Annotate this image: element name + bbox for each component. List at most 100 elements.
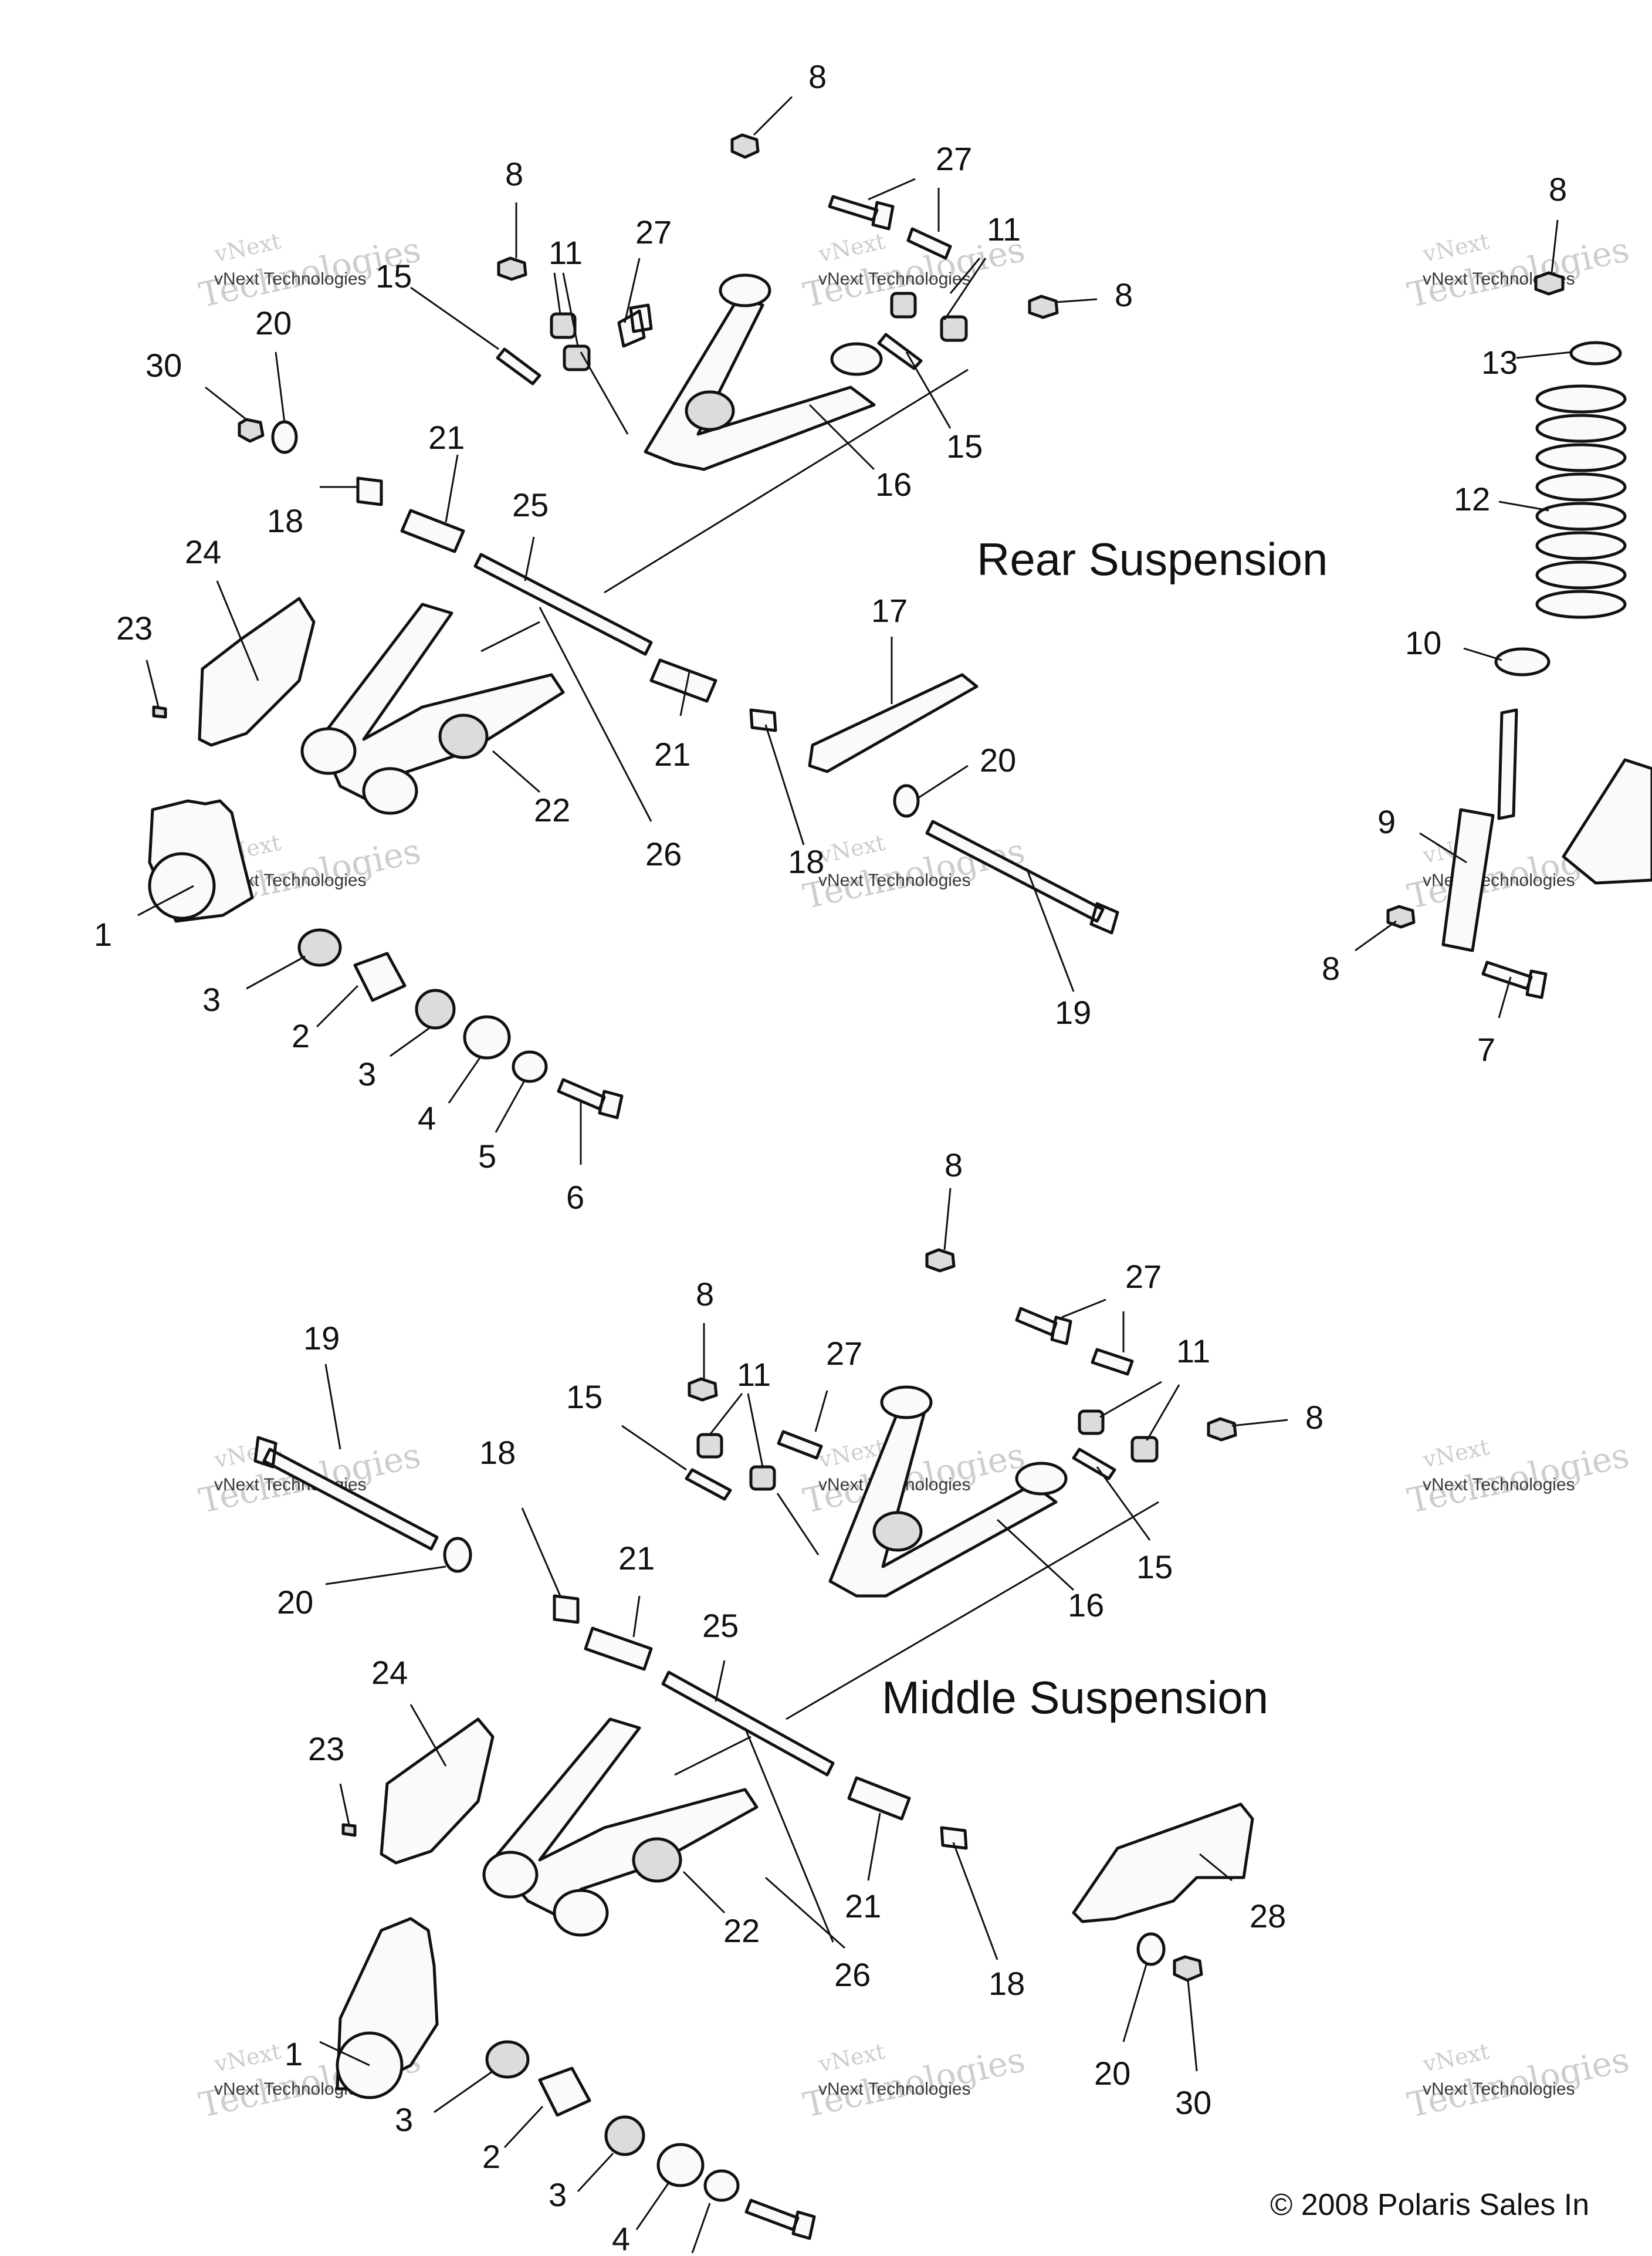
callout-label: 8: [1115, 276, 1133, 313]
middle-suspension-title: Middle Suspension: [882, 1672, 1268, 1723]
shock-nut-8-top: [1534, 271, 1565, 296]
middle-bolt-19: [253, 1436, 439, 1551]
spring-seat-10: [1494, 647, 1551, 677]
rear-pin-15a: [496, 347, 541, 385]
callout-label: 1: [285, 2035, 303, 2072]
callout-label: 11: [549, 234, 583, 271]
middle-bolt-18a: [553, 1594, 580, 1624]
callout-label: 3: [202, 981, 221, 1018]
callout-label: 20: [1094, 2055, 1130, 2092]
rear-washer-20b: [893, 784, 920, 818]
callout-label: 13: [1481, 344, 1518, 381]
callout-label: 20: [277, 1584, 313, 1621]
middle-lower-arm-bushing: [553, 1889, 609, 1937]
callout-label: 19: [1055, 994, 1091, 1031]
callout-label: 1: [94, 916, 112, 953]
rear-bolt-18b: [749, 708, 777, 732]
rear-callouts: 8 27 8 11 27 11 8 15 30 20 15 16 21 25 1…: [94, 58, 1133, 1216]
middle-pin-15b: [1072, 1447, 1116, 1480]
spring-retainer-13: [1569, 341, 1622, 366]
rear-bushing-11d: [940, 315, 968, 342]
middle-bushing-21b: [847, 1776, 911, 1821]
middle-bearing-3a: [485, 2040, 530, 2079]
watermark-text: vNext Technologies: [1423, 2079, 1575, 2099]
rear-bracket-17: [808, 673, 979, 773]
shock-sleeve: [1562, 758, 1652, 885]
callout-label: 23: [308, 1730, 344, 1767]
middle-nut-8-right: [1207, 1417, 1237, 1442]
callout-label: 8: [1549, 171, 1567, 208]
rear-bushing-11a: [550, 312, 577, 339]
watermark-text: vNext Technologies: [818, 871, 971, 890]
callout-label: 22: [534, 792, 570, 828]
rear-bushing-11b: [563, 344, 591, 371]
callout-label: 15: [1136, 1548, 1173, 1585]
middle-nut-30: [1173, 1955, 1203, 1982]
callout-label: 15: [566, 1378, 602, 1415]
callout-label: 27: [1125, 1258, 1162, 1295]
callout-label: 11: [1176, 1332, 1210, 1369]
middle-washer-20a: [443, 1537, 472, 1573]
callout-label: 11: [987, 211, 1021, 248]
middle-bolt-27b: [1091, 1348, 1134, 1376]
rear-guard-24: [198, 597, 316, 747]
rear-upper-arm-bushing: [830, 342, 883, 376]
callout-label: 24: [371, 1654, 408, 1691]
callout-label: 16: [875, 466, 912, 503]
callout-label: 2: [482, 2138, 500, 2175]
callout-label: 30: [1175, 2084, 1211, 2121]
middle-washer-4: [656, 2143, 705, 2187]
rear-bushing-21b: [649, 658, 717, 703]
callout-label: 18: [479, 1434, 516, 1471]
rear-bolt-27b: [617, 303, 653, 348]
middle-callouts: 8 27 8 11 27 11 8 19 15 18 21 25 16 15 2…: [277, 1146, 1323, 2256]
middle-bushing-21a: [584, 1626, 653, 1671]
callout-label: 19: [303, 1320, 340, 1357]
middle-nut-8-top: [925, 1248, 956, 1273]
callout-label: 20: [255, 305, 292, 341]
callout-label: 10: [1405, 624, 1441, 661]
rear-bolt-19: [925, 820, 1119, 935]
middle-nut-8-left: [688, 1377, 718, 1402]
rear-upper-a-arm: [644, 295, 876, 471]
middle-pin-15a: [685, 1468, 732, 1501]
rear-knuckle-bore: [148, 852, 216, 920]
rear-nut-8-right: [1028, 295, 1059, 319]
middle-bushing-11b: [749, 1465, 776, 1491]
callout-label: 8: [808, 58, 827, 95]
middle-washer-20b: [1136, 1932, 1166, 1966]
rear-lower-arm-bushing: [300, 727, 357, 775]
rear-nut-8-top: [730, 133, 760, 159]
rear-lower-arm-bushing: [362, 767, 418, 815]
leader-lines: [137, 96, 1573, 2254]
middle-bushing-11c: [1078, 1409, 1105, 1435]
callout-label: 20: [980, 742, 1016, 779]
callout-label: 8: [696, 1276, 714, 1313]
callout-label: 17: [871, 592, 908, 629]
middle-bracket-28: [1072, 1802, 1254, 1923]
rear-bushing-21a: [400, 509, 465, 553]
coil-spring-12: [1535, 384, 1627, 619]
rear-suspension-group: [148, 133, 1119, 1119]
middle-washer-5: [703, 2169, 740, 2202]
watermark-text: vNext Technologies: [818, 269, 971, 289]
rear-nut-8-left: [497, 256, 527, 281]
callout-label: 8: [945, 1146, 963, 1183]
callout-label: 8: [1322, 950, 1340, 987]
callout-label: 23: [116, 610, 153, 647]
callout-label: 11: [737, 1356, 771, 1393]
rear-bushing-11c: [890, 292, 917, 319]
rear-washer-5: [512, 1050, 548, 1083]
middle-bolt-18b: [940, 1826, 968, 1850]
callout-label: 21: [845, 1888, 881, 1924]
callout-label: 24: [185, 533, 221, 570]
callout-label: 30: [145, 347, 182, 384]
callout-label: 16: [1068, 1587, 1104, 1623]
middle-lower-arm-ball-joint: [632, 1837, 682, 1883]
rear-upper-arm-ball-joint: [685, 390, 735, 431]
middle-lower-arm-bushing: [482, 1851, 539, 1899]
callout-label: 7: [1477, 1031, 1495, 1068]
middle-spacer-2: [538, 2066, 591, 2117]
